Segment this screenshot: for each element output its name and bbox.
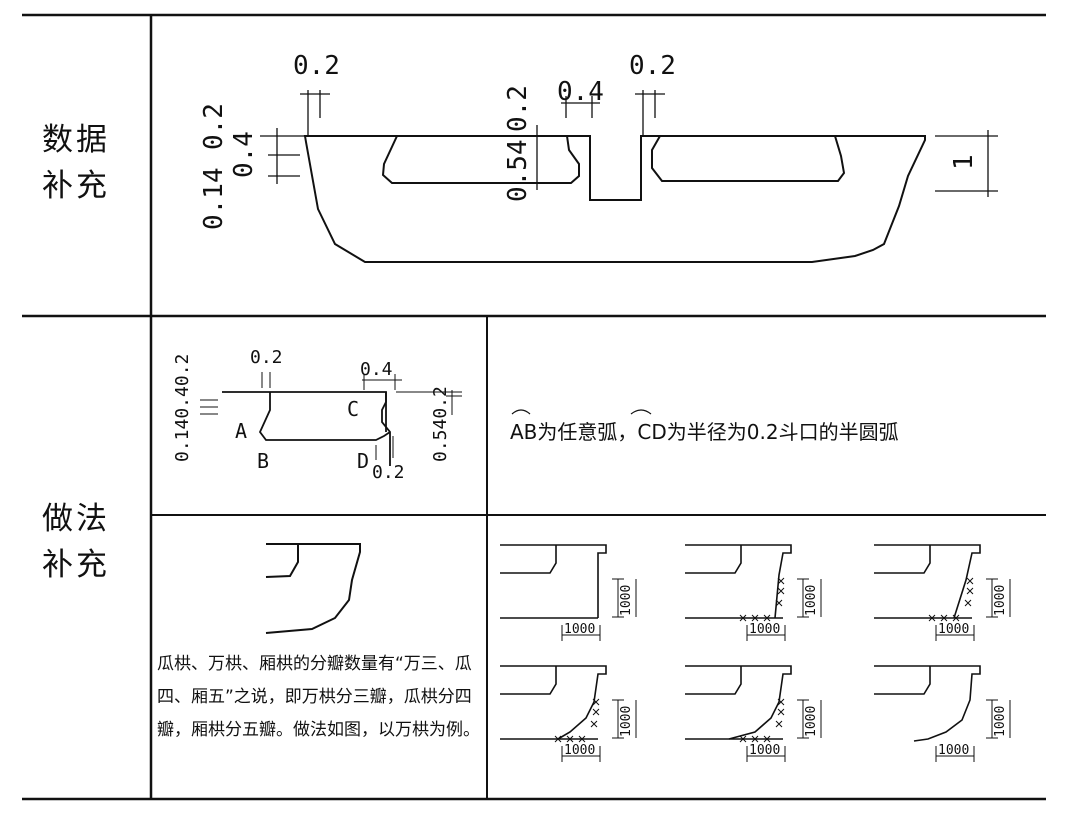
step-4-height-label: 1000 <box>619 706 634 737</box>
dim-center-02: 0.2 <box>503 85 533 132</box>
dim-slot-center: 0.4 <box>557 77 604 107</box>
step-2-height-label: 1000 <box>804 585 819 616</box>
step-sketch-2: 1000 1000 <box>685 544 822 641</box>
dim-top-02: 0.2 <box>250 347 283 368</box>
step-diagrams: 1000100010001000100010001000100010001000… <box>500 544 1011 762</box>
point-b: B <box>257 449 269 473</box>
dim-right-1: 1 <box>949 154 979 170</box>
arc-cd-label: CD <box>637 420 667 444</box>
gong-description: 瓜栱、万栱、厢栱的分瓣数量有“万三、瓜四、厢五”之说，即万栱分三瓣，瓜栱分四瓣，… <box>157 654 480 740</box>
method-supplement-label: 做法 补充 <box>42 501 110 583</box>
step-2-width-label: 1000 <box>749 622 780 637</box>
step-6-width-label: 1000 <box>938 743 969 758</box>
arc-note: AB为任意弧，CD为半径为0.2斗口的半圆弧 <box>510 416 899 445</box>
data-supplement-label: 数据 补充 <box>42 122 110 204</box>
point-c: C <box>347 397 359 421</box>
bracket-outline <box>303 135 926 263</box>
point-d: D <box>357 449 369 473</box>
dim-center-054: 0.54 <box>503 139 533 202</box>
arc-note-text-2: 为半径为0.2斗口的半圆弧 <box>666 420 899 444</box>
step-5-height-label: 1000 <box>804 706 819 737</box>
arc-note-text-1: 为任意弧， <box>537 420 638 444</box>
step-4-width-label: 1000 <box>564 743 595 758</box>
top-profile-diagram <box>303 135 926 263</box>
point-a: A <box>235 419 247 443</box>
step-5-width-label: 1000 <box>749 743 780 758</box>
gong-curve-diagram <box>265 543 361 634</box>
dim-left-02: 0.2 <box>199 103 229 150</box>
method-small-labels: 0.140.40.2 0.2 0.4 0.540.2 0.2 A B C D <box>172 347 451 483</box>
step-3-height-label: 1000 <box>993 585 1008 616</box>
step-sketch-6: 1000 1000 <box>874 665 1011 762</box>
step-3-width-label: 1000 <box>938 622 969 637</box>
dim-left-014: 0.14 <box>199 167 229 230</box>
dim-right-stack: 0.540.2 <box>430 386 451 462</box>
method-small-diagram <box>200 372 462 466</box>
dim-bottom-02: 0.2 <box>372 462 405 483</box>
arc-ab-label: AB <box>510 420 538 444</box>
step-sketch-4: 1000 1000 <box>500 665 637 762</box>
dim-left-stack: 0.140.40.2 <box>172 354 193 462</box>
arc-marks <box>511 409 652 415</box>
table-frame <box>22 13 1046 801</box>
dim-slot-right: 0.2 <box>629 51 676 81</box>
step-sketch-5: 1000 1000 <box>685 665 822 762</box>
dim-slot-left: 0.2 <box>293 51 340 81</box>
top-dimension-labels: 0.2 0.4 0.2 0.2 0.4 0.14 0.2 0.54 1 <box>199 51 979 230</box>
right-recess <box>651 135 846 182</box>
left-recess <box>381 135 580 184</box>
step-1-width-label: 1000 <box>564 622 595 637</box>
step-6-height-label: 1000 <box>993 706 1008 737</box>
step-sketch-3: 1000 1000 <box>874 544 1011 641</box>
top-dimension-lines <box>260 90 998 197</box>
dim-top-04: 0.4 <box>360 359 393 380</box>
dim-left-04: 0.4 <box>229 131 259 178</box>
step-sketch-1: 1000 1000 <box>500 544 637 641</box>
step-1-height-label: 1000 <box>619 585 634 616</box>
